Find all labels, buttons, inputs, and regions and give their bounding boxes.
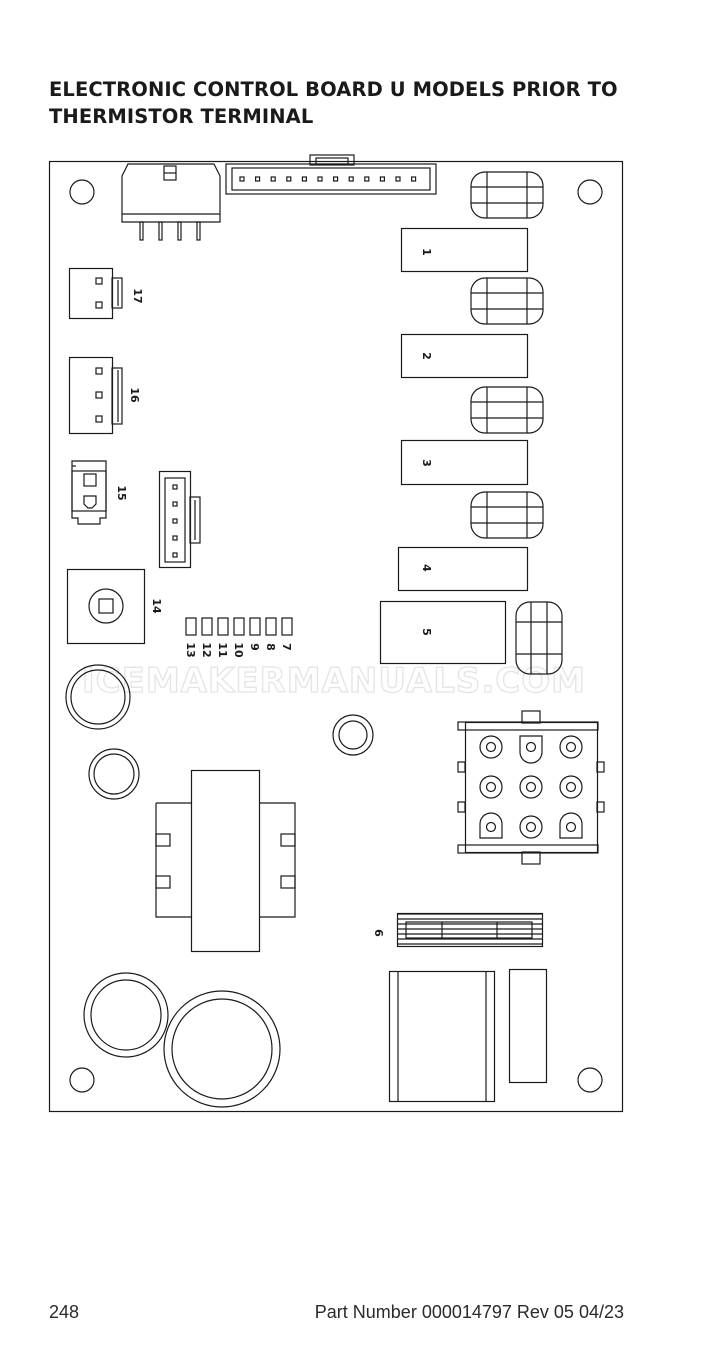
page-number: 248 — [49, 1302, 80, 1322]
molex-pin — [559, 775, 583, 799]
watermark: ICEMAKERMANUALS.COM — [82, 661, 586, 701]
ribbon-pin — [255, 176, 261, 182]
molex-pin — [479, 735, 503, 759]
connector-6-label: 6 — [372, 929, 385, 937]
relay-5: 5 — [379, 600, 507, 665]
relay-2: 2 — [400, 333, 529, 379]
ribbon-pin — [379, 176, 385, 182]
varistor — [470, 386, 544, 434]
molex-pin — [559, 735, 583, 759]
molex-pin — [479, 775, 503, 799]
molex-pin — [519, 775, 543, 799]
relay-1-label: 1 — [420, 248, 433, 256]
transformer — [155, 769, 296, 953]
varistor — [470, 491, 544, 539]
varistors — [470, 171, 563, 675]
power-header — [121, 163, 221, 241]
connector-17: 17 — [68, 267, 144, 320]
relay-2-label: 2 — [420, 352, 433, 360]
ribbon-pin — [364, 176, 370, 182]
main-molex-connector — [457, 710, 605, 865]
led-9-label: 9 — [248, 643, 261, 651]
capacitors — [65, 664, 374, 1108]
varistor — [470, 171, 544, 219]
board-outline — [48, 160, 624, 1113]
connector-6: 6 — [372, 912, 544, 948]
connector-17-label: 17 — [131, 288, 144, 303]
bottom-inductor — [388, 970, 496, 1103]
part-number: Part Number 000014797 Rev 05 04/23 — [314, 1302, 624, 1322]
ribbon-pin — [270, 176, 276, 182]
ribbon-pin — [348, 176, 354, 182]
connector-16: 16 — [68, 356, 141, 435]
relay-3-label: 3 — [420, 459, 433, 467]
connector-15-label: 15 — [115, 485, 128, 500]
bottom-resistor — [508, 968, 548, 1084]
led-8-label: 8 — [264, 643, 277, 651]
relay-5-label: 5 — [420, 628, 433, 636]
ribbon-header — [225, 154, 437, 195]
led-7-label: 7 — [280, 643, 293, 651]
title-line-1: ELECTRONIC CONTROL BOARD U MODELS PRIOR … — [49, 78, 618, 101]
led-13-label: 13 — [184, 642, 197, 657]
led-10-label: 10 — [232, 642, 245, 658]
ribbon-pin — [301, 176, 307, 182]
relay-4: 4 — [397, 546, 529, 592]
ribbon-pin — [395, 176, 401, 182]
ribbon-pin — [317, 176, 323, 182]
mounting-holes — [69, 179, 603, 1093]
varistor — [515, 601, 563, 675]
led-11-label: 11 — [216, 642, 229, 657]
molex-pin — [479, 812, 503, 839]
ribbon-pin — [286, 176, 292, 182]
ribbon-pin — [239, 176, 245, 182]
molex-pin — [519, 735, 543, 764]
connector-14: 14 — [66, 568, 163, 645]
thermistor-header — [158, 470, 201, 569]
connector-16-label: 16 — [128, 387, 141, 403]
page-title: ELECTRONIC CONTROL BOARD U MODELS PRIOR … — [49, 76, 669, 130]
ribbon-pin — [411, 176, 417, 182]
relay-4-label: 4 — [420, 564, 433, 572]
connector-15: 15 — [71, 460, 128, 525]
molex-pin — [559, 812, 583, 839]
ribbon-pin — [333, 176, 339, 182]
molex-pin — [519, 815, 543, 839]
relay-3: 3 — [400, 439, 529, 486]
led-12-label: 12 — [200, 642, 213, 657]
connector-14-label: 14 — [150, 598, 163, 614]
varistor — [470, 277, 544, 325]
relay-1: 1 — [400, 227, 529, 273]
title-line-2: THERMISTOR TERMINAL — [49, 105, 314, 128]
led-array: 13 12 11 10 9 8 7 — [184, 617, 293, 658]
